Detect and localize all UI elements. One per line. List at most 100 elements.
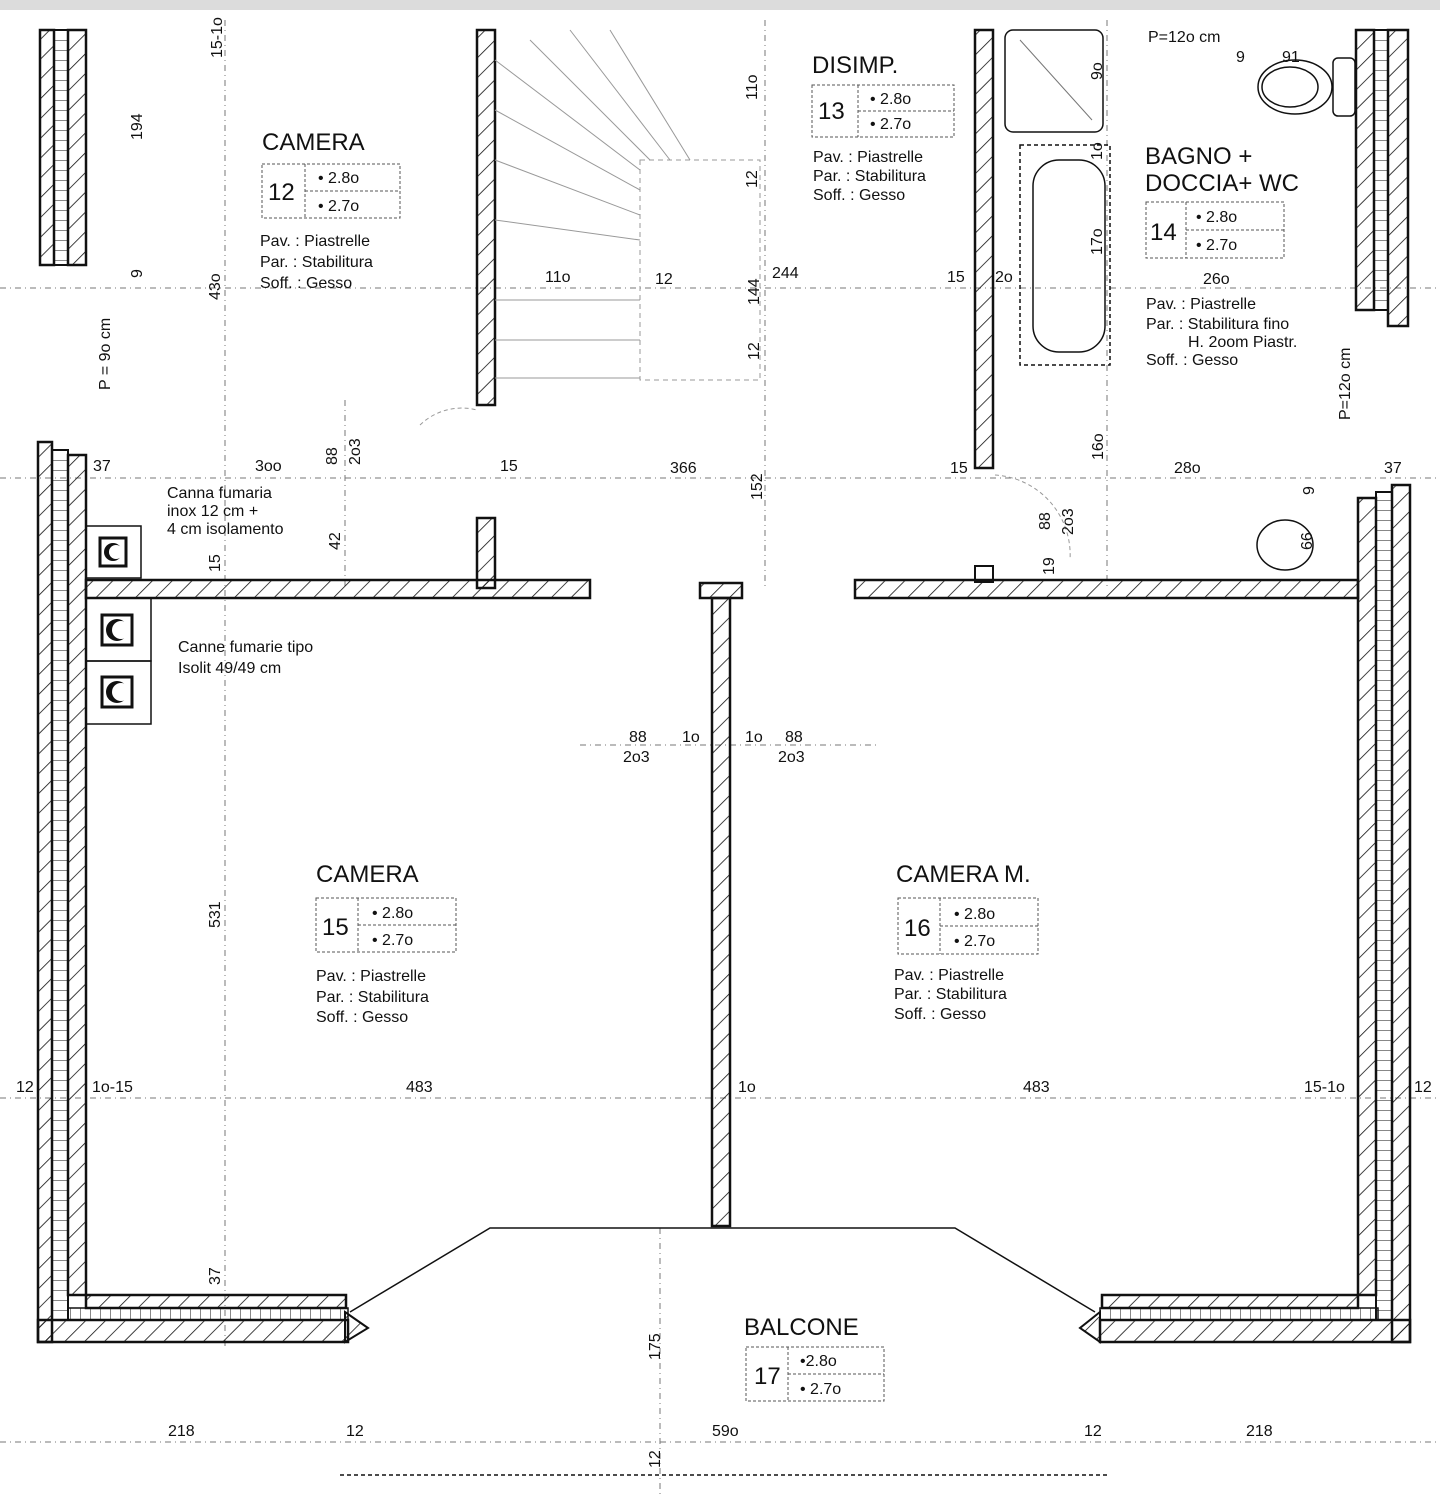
dimension-label: 37 [207,1267,224,1285]
room-number: 15 [322,914,349,941]
dimension-label: 12 [655,271,673,288]
wall-finish: Par. : Stabilitura [894,986,1007,1003]
dimension-label: 88 [324,447,341,465]
floor-finish: Pav. : Piastrelle [316,968,426,985]
room-name: CAMERA [316,861,419,888]
flue-icon [98,536,128,568]
room-height: • 2.7o [870,116,911,133]
room-height: • 2.8o [318,170,359,187]
dimension-label: 15-1o [209,17,226,58]
floor-finish: Pav. : Piastrelle [1146,296,1256,313]
room-number: 16 [904,915,931,942]
dimension-label: 152 [749,473,766,500]
dimension-label: 1o-15 [92,1079,133,1096]
chimney-notes: Canna fumaria inox 12 cm + 4 cm isolamen… [167,485,313,677]
dimension-label: 12 [744,170,761,188]
dimension-label: 17o [1089,228,1106,255]
dimension-label: 66 [1299,532,1316,550]
dimension-label: 12 [1084,1423,1102,1440]
dimension-label: 2o3 [778,749,805,766]
dimension-label: 2o [995,269,1013,286]
dimension-label: 218 [1246,1423,1273,1440]
dimension-label: 1o [745,729,763,746]
bidet-icon [1256,519,1314,571]
dimension-label: 26o [1203,271,1230,288]
dimension-label: 15 [207,554,224,572]
dimension-label: 9 [1301,486,1318,495]
dimension-label: 43o [207,273,224,300]
staircase [494,29,761,381]
room-16: CAMERA M. 16 • 2.8o • 2.7o Pav. : Piastr… [894,861,1039,1023]
ceiling-finish: Soff. : Gesso [813,187,905,204]
wall-finish: Par. : Stabilitura [260,254,373,271]
dimension-label: 483 [406,1079,433,1096]
room-number: 17 [754,1363,781,1390]
flue-icon [100,675,134,709]
construction-lines [0,20,1440,1496]
dimension-label: 15 [500,458,518,475]
dimension-label: 15 [947,269,965,286]
dimension-label: 28o [1174,460,1201,477]
dimension-label: 42 [327,532,344,550]
room-height: • 2.7o [800,1381,841,1398]
top-bar [0,0,1440,10]
dimension-label: 88 [1037,512,1054,530]
room-height: • 2.7o [954,933,995,950]
room-height: • 2.8o [870,91,911,108]
dimension-label: 12 [1414,1079,1432,1096]
dimension-label: 3oo [255,458,282,475]
dimension-label: 11o [545,269,571,286]
dimension-label: 37 [1384,460,1402,477]
dimension-label: 15-1o [1304,1079,1345,1096]
room-13: DISIMP. 13 • 2.8o • 2.7o Pav. : Piastrel… [811,52,955,204]
chimney-flues [85,525,152,725]
wall-finish: Par. : Stabilitura fino [1146,316,1289,333]
walls [36,28,1412,1344]
dimension-label: 91 [1282,49,1300,66]
dimension-label: 1o [1089,142,1106,160]
dimension-label: 483 [1023,1079,1050,1096]
room-name: BALCONE [744,1314,859,1341]
room-17-balcony: BALCONE 17 •2.8o • 2.7o [744,1314,885,1402]
wall-finish: Par. : Stabilitura [813,168,926,185]
note-text: Canne fumarie tipo [178,639,313,656]
dimension-label: 9o [1089,62,1106,80]
dimension-label: P=12o cm [1337,348,1354,420]
dimension-label: 16o [1090,433,1107,460]
dimension-label: 88 [785,729,803,746]
dimension-label: 144 [746,278,763,305]
room-12: CAMERA 12 • 2.8o • 2.7o Pav. : Piastrell… [260,129,401,292]
room-number: 14 [1150,219,1177,246]
ceiling-finish: Soff. : Gesso [260,275,352,292]
dimension-label: 218 [168,1423,195,1440]
dimension-label: 37 [93,458,111,475]
room-height: • 2.7o [318,198,359,215]
room-name: CAMERA M. [896,861,1031,888]
dimension-label: 12 [16,1079,34,1096]
room-name: BAGNO + [1145,143,1252,170]
dimension-label: 88 [629,729,647,746]
dimension-label: 19 [1041,557,1058,575]
bathroom-fixtures [1004,29,1356,571]
dimension-label: 12 [647,1450,664,1468]
floor-finish: Pav. : Piastrelle [894,967,1004,984]
dimension-label: P = 9o cm [97,318,114,390]
dimension-label: 15 [950,460,968,477]
dimension-label: 1o [682,729,700,746]
flue-icon [100,613,134,647]
balcony-outline [344,1227,1101,1344]
dimension-label: 9 [1236,49,1245,66]
dimension-label: 12 [346,1423,364,1440]
toilet-icon [1257,57,1356,117]
room-name: CAMERA [262,129,365,156]
floor-finish: Pav. : Piastrelle [813,149,923,166]
dimension-label: 531 [207,901,224,928]
dimension-label: 9 [129,269,146,278]
floor-finish: Pav. : Piastrelle [260,233,370,250]
room-height: • 2.8o [372,905,413,922]
door-swings [419,407,1071,561]
note-text: 4 cm isolamento [167,521,284,538]
room-height: •2.8o [800,1353,837,1370]
ceiling-finish: Soff. : Gesso [1146,352,1238,369]
